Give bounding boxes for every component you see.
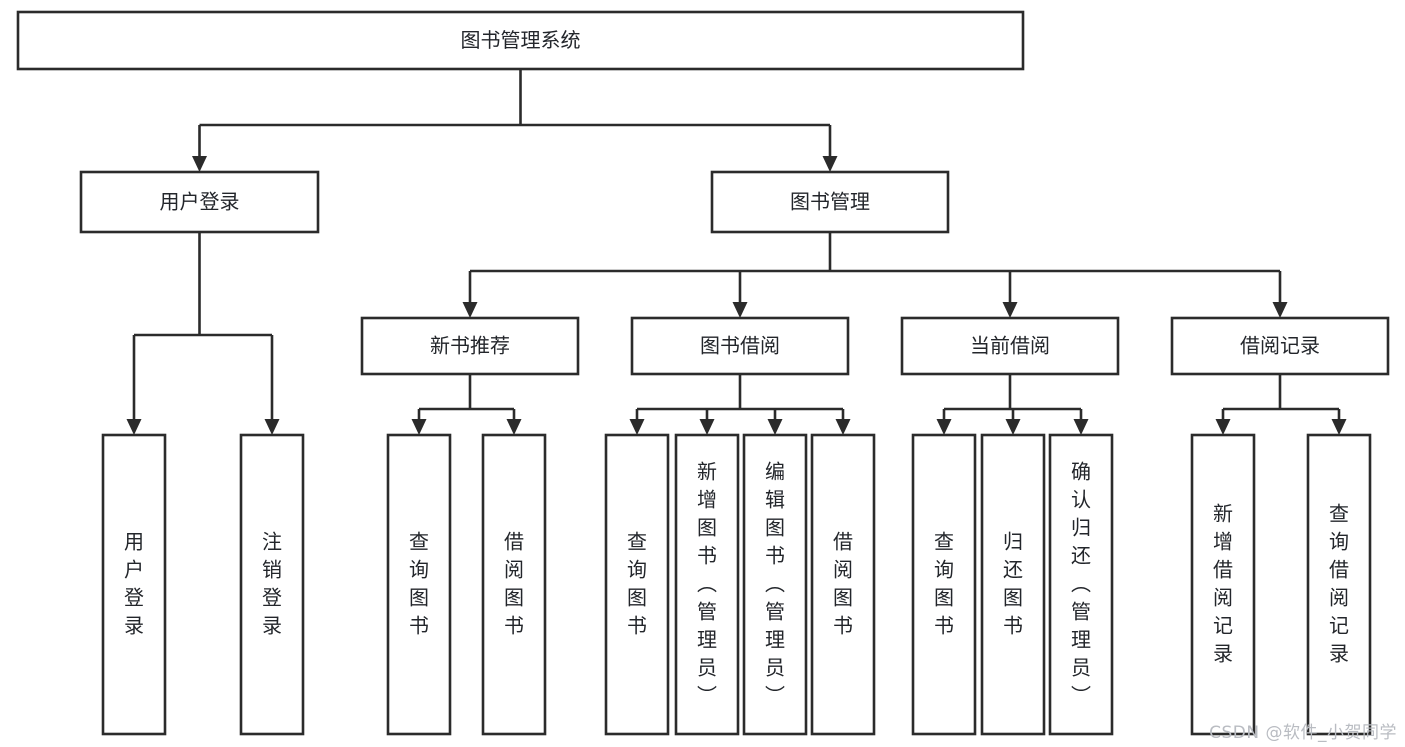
node-box <box>79 170 320 234</box>
node-leaf-10-确认归还管理员[interactable]: 确认归还︵管理员︶ <box>1048 433 1114 736</box>
arrow-head-icon <box>699 419 715 435</box>
arrow-head-icon <box>936 419 952 435</box>
node-level3-0-新书推荐[interactable]: 新书推荐 <box>360 316 580 376</box>
connector-level3-图书借阅-to-leaves <box>629 374 851 435</box>
node-label: 用户登录 <box>160 190 240 214</box>
node-leaf-5-新增图书管理员[interactable]: 新增图书︵管理员︶ <box>674 433 740 736</box>
node-label: 用户登录 <box>124 529 144 637</box>
node-box <box>239 433 305 736</box>
node-label: 注销登录 <box>262 529 282 637</box>
connector-level3-借阅记录-to-leaves <box>1215 374 1347 435</box>
arrow-head-icon <box>822 156 838 172</box>
node-level2-1-图书管理[interactable]: 图书管理 <box>710 170 950 234</box>
node-label: 确认归还︵管理员︶ <box>1071 459 1091 707</box>
node-label: 借阅图书 <box>833 529 853 637</box>
arrow-head-icon <box>1002 302 1018 318</box>
node-label: 查询图书 <box>627 529 647 637</box>
node-box <box>1306 433 1372 736</box>
arrow-head-icon <box>1272 302 1288 318</box>
arrow-head-icon <box>1331 419 1347 435</box>
connector-user-login-to-leaves <box>126 232 280 435</box>
node-level2-0-用户登录[interactable]: 用户登录 <box>79 170 320 234</box>
node-box <box>810 433 876 736</box>
node-box <box>742 433 808 736</box>
node-box <box>1048 433 1114 736</box>
node-box <box>911 433 977 736</box>
node-leaf-12-查询借阅记录[interactable]: 查询借阅记录 <box>1306 433 1372 736</box>
node-label: 归还图书 <box>1003 529 1023 637</box>
node-box <box>1190 433 1256 736</box>
node-leaf-1-注销登录[interactable]: 注销登录 <box>239 433 305 736</box>
node-label: 图书管理系统 <box>461 28 581 52</box>
connector-root-to-level2 <box>192 69 838 172</box>
node-box <box>604 433 670 736</box>
arrow-head-icon <box>732 302 748 318</box>
connector-book-mgmt-to-level3 <box>462 232 1288 318</box>
node-label: 新增图书︵管理员︶ <box>697 459 717 707</box>
node-layer: 图书管理系统用户登录图书管理新书推荐图书借阅当前借阅借阅记录用户登录注销登录查询… <box>16 10 1390 736</box>
node-leaf-0-用户登录[interactable]: 用户登录 <box>101 433 167 736</box>
node-box <box>386 433 452 736</box>
arrow-head-icon <box>629 419 645 435</box>
arrow-head-icon <box>126 419 142 435</box>
node-leaf-9-归还图书[interactable]: 归还图书 <box>980 433 1046 736</box>
node-leaf-3-借阅图书[interactable]: 借阅图书 <box>481 433 547 736</box>
node-label: 查询图书 <box>934 529 954 637</box>
node-label: 查询图书 <box>409 529 429 637</box>
node-box <box>481 433 547 736</box>
node-box <box>101 433 167 736</box>
node-label: 借阅图书 <box>504 529 524 637</box>
arrow-head-icon <box>1005 419 1021 435</box>
node-level3-2-当前借阅[interactable]: 当前借阅 <box>900 316 1120 376</box>
node-label: 借阅记录 <box>1240 334 1320 358</box>
node-leaf-11-新增借阅记录[interactable]: 新增借阅记录 <box>1190 433 1256 736</box>
node-leaf-6-编辑图书管理员[interactable]: 编辑图书︵管理员︶ <box>742 433 808 736</box>
node-box <box>16 10 1025 71</box>
node-leaf-2-查询图书[interactable]: 查询图书 <box>386 433 452 736</box>
arrow-head-icon <box>411 419 427 435</box>
node-box <box>360 316 580 376</box>
connector-level3-新书推荐-to-leaves <box>411 374 522 435</box>
node-level3-1-图书借阅[interactable]: 图书借阅 <box>630 316 850 376</box>
node-leaf-7-借阅图书[interactable]: 借阅图书 <box>810 433 876 736</box>
node-box <box>710 170 950 234</box>
node-box <box>674 433 740 736</box>
node-box <box>900 316 1120 376</box>
node-label: 查询借阅记录 <box>1329 501 1349 665</box>
arrow-head-icon <box>462 302 478 318</box>
arrow-head-icon <box>506 419 522 435</box>
node-level3-3-借阅记录[interactable]: 借阅记录 <box>1170 316 1390 376</box>
arrow-head-icon <box>192 156 207 172</box>
node-root-0-图书管理系统[interactable]: 图书管理系统 <box>16 10 1025 71</box>
node-box <box>1170 316 1390 376</box>
connector-level3-当前借阅-to-leaves <box>936 374 1089 435</box>
connector-layer <box>126 69 1347 435</box>
node-label: 图书借阅 <box>700 334 780 358</box>
node-leaf-8-查询图书[interactable]: 查询图书 <box>911 433 977 736</box>
arrow-head-icon <box>1073 419 1089 435</box>
node-box <box>630 316 850 376</box>
node-label: 图书管理 <box>790 190 870 214</box>
node-label: 当前借阅 <box>970 334 1050 358</box>
node-label: 新增借阅记录 <box>1213 501 1233 665</box>
node-label: 编辑图书︵管理员︶ <box>765 459 785 707</box>
arrow-head-icon <box>767 419 783 435</box>
arrow-head-icon <box>835 419 851 435</box>
node-label: 新书推荐 <box>430 334 510 358</box>
arrow-head-icon <box>264 419 280 435</box>
arrow-head-icon <box>1215 419 1231 435</box>
node-leaf-4-查询图书[interactable]: 查询图书 <box>604 433 670 736</box>
node-box <box>980 433 1046 736</box>
